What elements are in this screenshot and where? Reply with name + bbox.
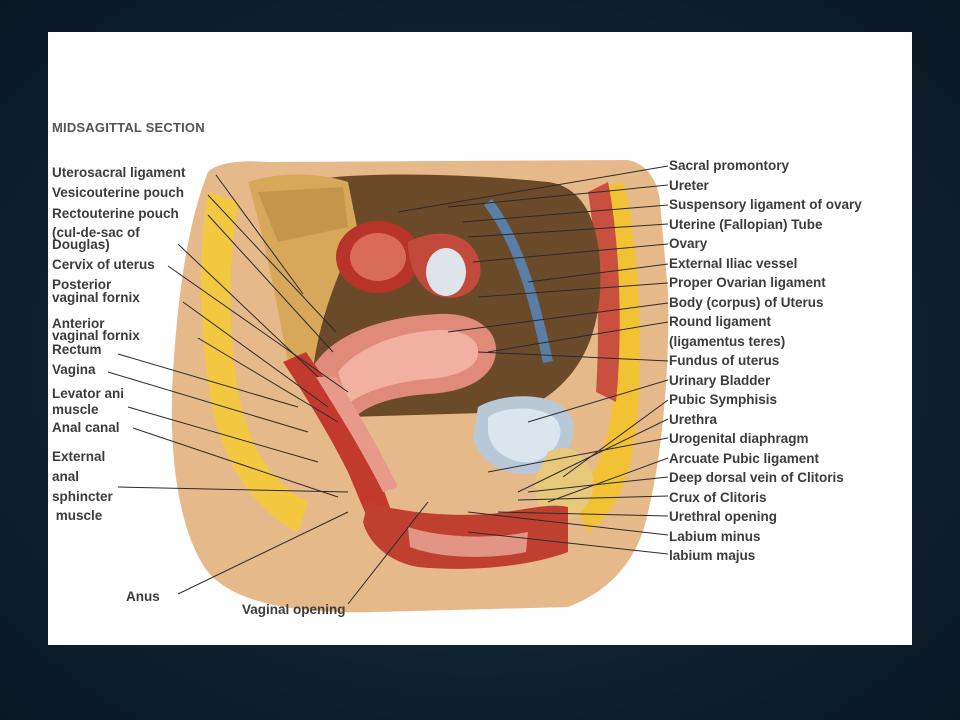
- label-sphincter-muscle: muscle: [52, 508, 103, 523]
- label-labium-minus: Labium minus: [669, 529, 761, 544]
- label-posterior: Posterior: [52, 277, 112, 292]
- label-vagina: Vagina: [52, 362, 96, 377]
- label-body-of-uterus: Body (corpus) of Uterus: [669, 295, 824, 310]
- label-urethral-opening: Urethral opening: [669, 509, 778, 524]
- label-deep-dorsal-vein: Deep dorsal vein of Clitoris: [669, 470, 844, 485]
- label-uterine-tube: Uterine (Fallopian) Tube: [669, 217, 823, 232]
- slide-canvas: MIDSAGITTAL SECTION Uterosacral ligament…: [48, 32, 912, 645]
- label-ureter: Ureter: [669, 178, 709, 193]
- label-external: External: [52, 449, 106, 464]
- label-ligamentus-teres: (ligamentus teres): [669, 334, 786, 349]
- label-pubic-symphisis: Pubic Symphisis: [669, 392, 778, 407]
- label-douglas: Douglas): [52, 237, 110, 252]
- label-crux-of-clitoris: Crux of Clitoris: [669, 490, 767, 505]
- label-arcuate-pubic-ligament: Arcuate Pubic ligament: [669, 451, 820, 466]
- label-ovary: Ovary: [669, 236, 708, 251]
- label-levator-ani: Levator ani: [52, 386, 125, 401]
- label-sacral-promontory: Sacral promontory: [669, 158, 790, 173]
- label-anus: Anus: [126, 589, 160, 604]
- label-external-iliac-vessel: External Iliac vessel: [669, 256, 798, 271]
- label-cul-de-sac: (cul-de-sac of: [52, 225, 140, 240]
- label-urinary-bladder: Urinary Bladder: [669, 373, 771, 388]
- label-posterior-fornix: vaginal fornix: [52, 290, 140, 305]
- label-round-ligament: Round ligament: [669, 314, 771, 329]
- section-heading: MIDSAGITTAL SECTION: [52, 120, 205, 135]
- label-muscle: muscle: [52, 402, 99, 417]
- label-rectouterine-pouch: Rectouterine pouch: [52, 206, 179, 221]
- label-vesicouterine-pouch: Vesicouterine pouch: [52, 185, 185, 200]
- label-anterior: Anterior: [52, 316, 105, 331]
- pelvis-illustration: [107, 160, 669, 613]
- label-suspensory-ligament: Suspensory ligament of ovary: [669, 197, 862, 212]
- label-labium-majus: labium majus: [669, 548, 756, 563]
- label-anal: anal: [52, 469, 80, 484]
- label-rectum: Rectum: [52, 342, 102, 357]
- label-sphincter: sphincter: [52, 489, 113, 504]
- label-cervix: Cervix of uterus: [52, 257, 155, 272]
- label-uterosacral-ligament: Uterosacral ligament: [52, 165, 186, 180]
- label-urogenital-diaphragm: Urogenital diaphragm: [669, 431, 809, 446]
- label-anterior-fornix: vaginal fornix: [52, 328, 140, 343]
- label-fundus-of-uterus: Fundus of uterus: [669, 353, 780, 368]
- label-proper-ovarian-ligament: Proper Ovarian ligament: [669, 275, 826, 290]
- label-urethra: Urethra: [669, 412, 718, 427]
- label-vaginal-opening: Vaginal opening: [242, 602, 346, 617]
- label-anal-canal: Anal canal: [52, 420, 120, 435]
